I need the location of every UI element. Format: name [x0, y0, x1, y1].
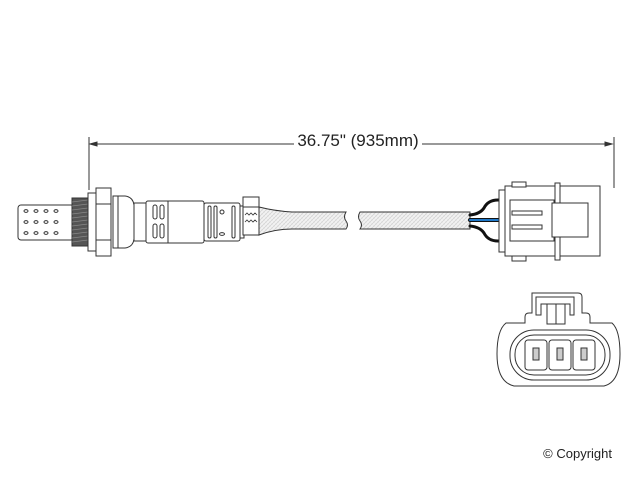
- sensor-tip: [17, 204, 75, 241]
- braided-cable: [258, 206, 471, 236]
- connector-face-view: [496, 292, 621, 387]
- sensor-body: [145, 200, 245, 244]
- wire-black-bottom: [468, 224, 508, 243]
- thread-section: [71, 197, 89, 247]
- connector-side-view: [498, 181, 601, 262]
- dimension-label: 36.75" (935mm): [0, 131, 640, 151]
- hex-nut: [87, 187, 112, 257]
- sensor-collar: [112, 195, 147, 249]
- wire-black-top: [468, 198, 508, 217]
- dimension-text: 36.75" (935mm): [294, 131, 422, 150]
- copyright-notice: © Copyright: [543, 446, 612, 461]
- crimp-sleeve: [242, 196, 260, 236]
